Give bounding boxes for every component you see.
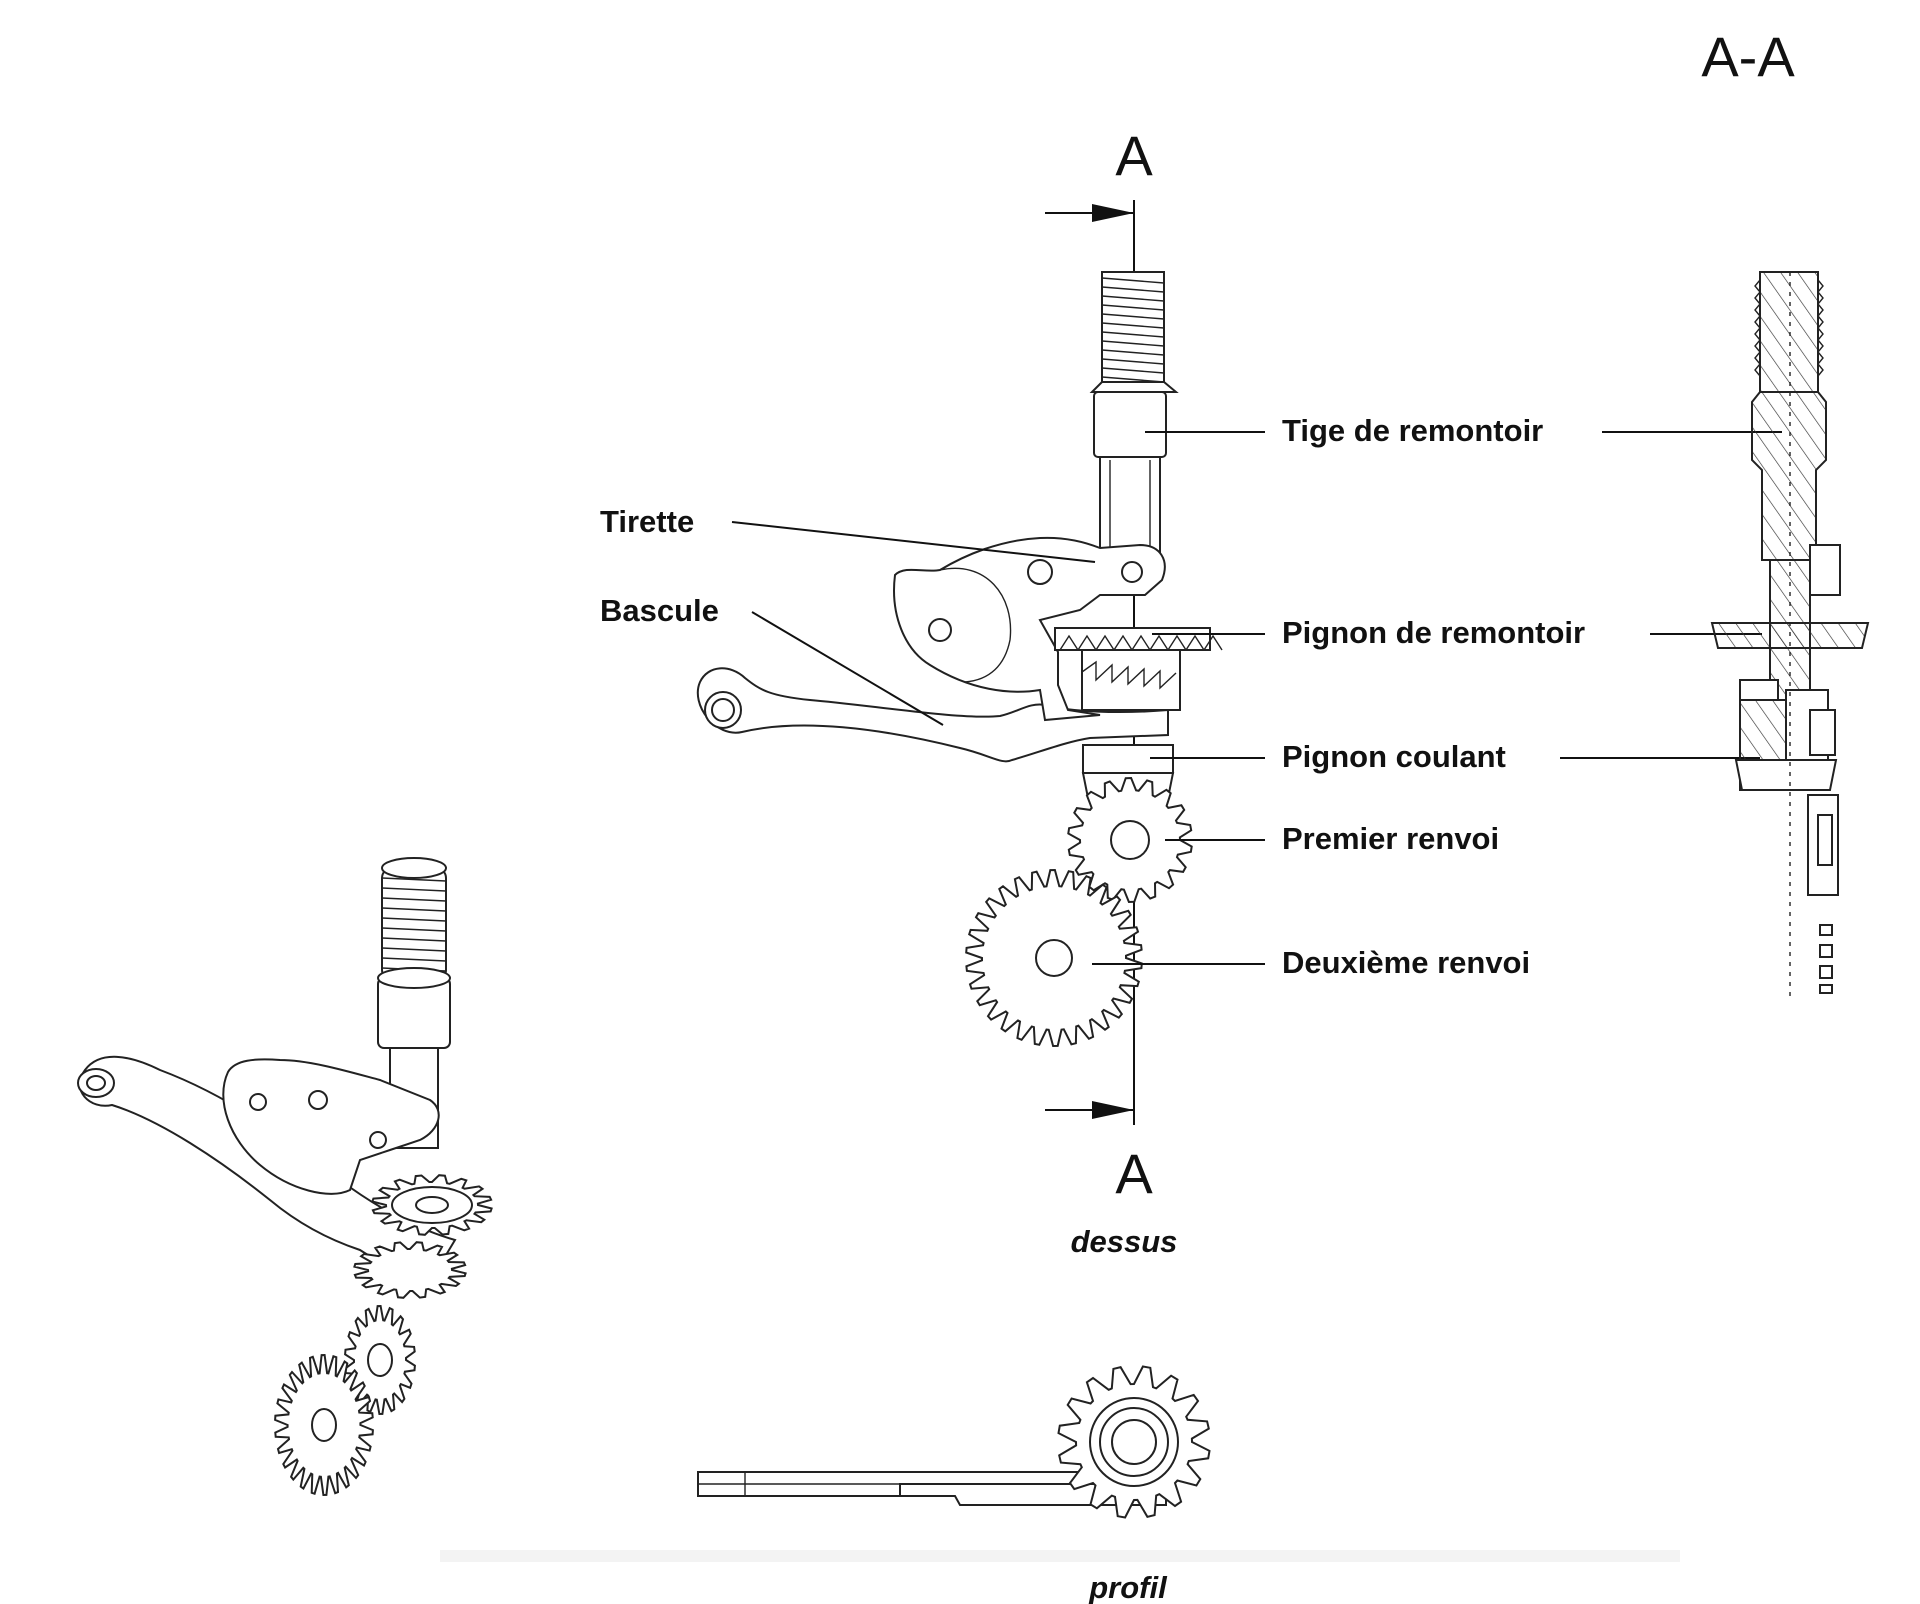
deuxieme-renvoi-gear — [965, 868, 1143, 1048]
top-view — [697, 271, 1223, 1048]
pignon-de-remontoir — [1054, 627, 1223, 711]
label-premier-renvoi: Premier renvoi — [1282, 821, 1499, 856]
section-marker-bottom: A — [1115, 1142, 1153, 1205]
caption-dessus: dessus — [1071, 1224, 1178, 1259]
label-pignon-coulant: Pignon coulant — [1282, 739, 1506, 774]
label-tige-de-remontoir: Tige de remontoir — [1282, 413, 1543, 448]
section-view — [1710, 271, 1870, 1000]
section-title: A-A — [1701, 25, 1795, 88]
caption-profil: profil — [1088, 1570, 1168, 1604]
isometric-view — [77, 857, 493, 1497]
stem-shaft — [1099, 456, 1161, 553]
label-deuxieme-renvoi: Deuxième renvoi — [1282, 945, 1530, 980]
stem-thread — [1089, 271, 1179, 393]
tirette — [893, 536, 1166, 722]
shadow-band — [440, 1550, 1680, 1562]
stem-collar — [1093, 391, 1167, 458]
section-marker-top: A — [1115, 124, 1153, 187]
premier-renvoi-gear — [1067, 776, 1193, 904]
bascule — [697, 667, 1169, 763]
label-tirette: Tirette — [600, 504, 694, 539]
label-bascule: Bascule — [600, 593, 719, 628]
leader-lines — [731, 431, 1782, 965]
label-pignon-de-remontoir: Pignon de remontoir — [1282, 615, 1585, 650]
profile-view — [697, 1365, 1211, 1519]
